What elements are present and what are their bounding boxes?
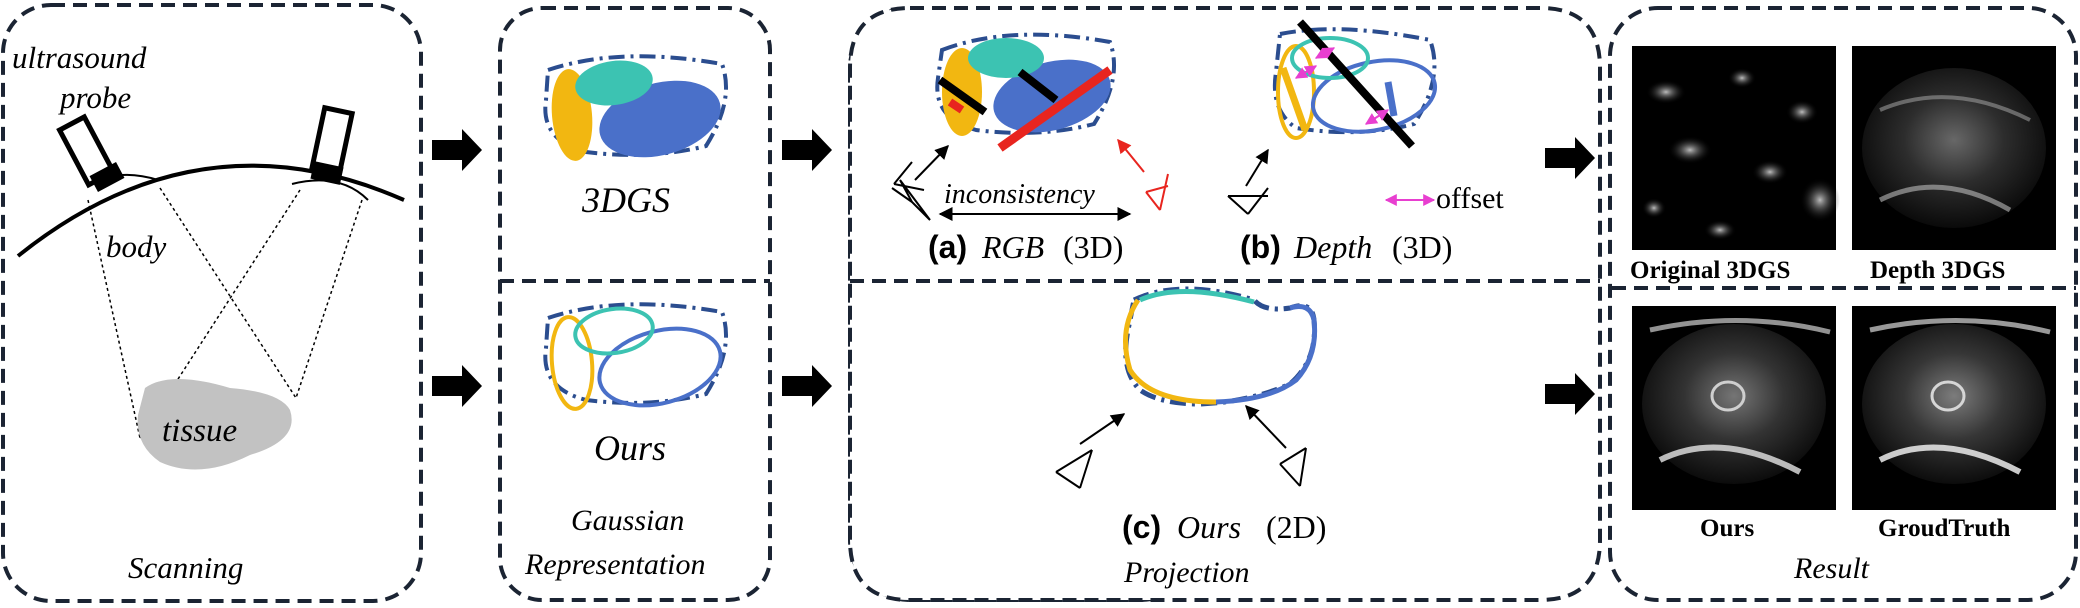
scanning-panel: ultrasound probe body tissue Scanning — [1, 3, 423, 603]
projection-panel-label: Projection — [1123, 556, 1250, 589]
inconsistency-label: inconsistency — [944, 179, 1095, 210]
depth-tag: (b) — [1240, 229, 1281, 265]
ours-name: Ours — [1177, 509, 1241, 545]
gaussians-3dgs — [543, 54, 729, 161]
scanning-panel-border — [1, 3, 423, 603]
body-surface — [16, 163, 405, 258]
projection-panel: inconsistency (a) RGB (3D) offset (b) De… — [848, 6, 1602, 602]
rgb-dim: (3D) — [1063, 229, 1123, 265]
arrow-3dgs-to-projection — [782, 129, 832, 171]
depth-name: Depth — [1293, 229, 1372, 265]
gaussian-top-label: 3DGS — [581, 180, 670, 220]
result-image-original-3dgs — [1632, 46, 1840, 250]
tissue-label: tissue — [162, 413, 237, 449]
offset-label: offset — [1436, 182, 1504, 215]
scan-beams — [87, 187, 363, 439]
result-panel-border — [1608, 6, 2078, 602]
scanning-panel-label: Scanning — [128, 550, 243, 585]
rgb-name: RGB — [981, 229, 1044, 265]
gaussian-bottom-label: Ours — [594, 428, 666, 468]
result-image-ours — [1632, 306, 1836, 510]
arrow-scan-to-3dgs — [432, 129, 482, 171]
probe-left-icon — [56, 113, 159, 192]
gaussians-ours — [543, 302, 729, 411]
projection-panel-outline — [848, 6, 1602, 602]
result-panel-label: Result — [1793, 552, 1870, 585]
gaussian-panel-border — [498, 6, 772, 602]
ours-tag: (c) — [1122, 509, 1161, 545]
probe-label-line2: probe — [58, 80, 131, 115]
probe-label-line1: ultrasound — [12, 40, 147, 75]
probe-right-icon — [291, 104, 369, 201]
depth-dim: (3D) — [1392, 229, 1452, 265]
arrow-projection-to-result-bottom — [1545, 373, 1595, 415]
result-image-depth-3dgs — [1852, 46, 2056, 250]
depth-3d-illustration — [1227, 19, 1438, 215]
body-label: body — [106, 229, 167, 264]
gaussian-panel: 3DGS Ours Gaussian Representation — [498, 6, 772, 602]
result-label-groundtruth: GroudTruth — [1878, 515, 2011, 542]
tissue-shape — [137, 379, 292, 470]
rgb-3d-illustration — [891, 32, 1169, 221]
ours-dim: (2D) — [1266, 509, 1326, 545]
result-label-original-3dgs: Original 3DGS — [1630, 257, 1790, 284]
arrow-scan-to-ours — [432, 365, 482, 407]
gaussian-panel-label-line2: Representation — [524, 548, 706, 581]
result-label-ours: Ours — [1700, 515, 1754, 542]
result-image-groundtruth — [1852, 306, 2056, 510]
gaussian-panel-label-line1: Gaussian — [571, 504, 684, 537]
arrow-projection-to-result-top — [1545, 137, 1595, 179]
result-label-depth-3dgs: Depth 3DGS — [1870, 257, 2005, 284]
arrow-ours-to-projection — [782, 365, 832, 407]
rgb-tag: (a) — [928, 229, 967, 265]
result-panel: Original 3DGS Depth 3DGS Ours GroudTruth — [1608, 6, 2078, 602]
ours-2d-illustration — [1055, 286, 1318, 489]
